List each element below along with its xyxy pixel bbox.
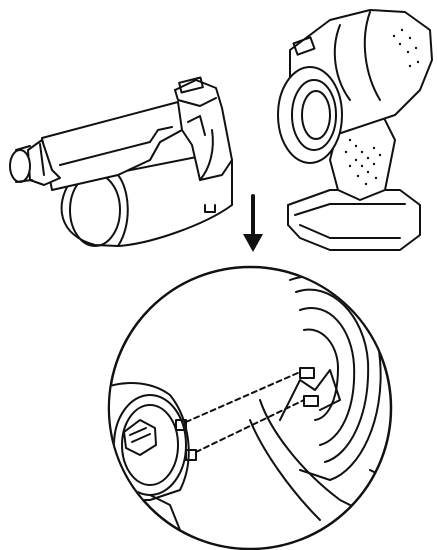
magnified-detail bbox=[107, 265, 393, 550]
motor-handle-unit bbox=[277, 9, 433, 251]
alignment-guides bbox=[185, 371, 305, 453]
direction-arrow bbox=[243, 194, 263, 252]
dust-container bbox=[9, 76, 233, 247]
grip-texture bbox=[344, 28, 420, 186]
